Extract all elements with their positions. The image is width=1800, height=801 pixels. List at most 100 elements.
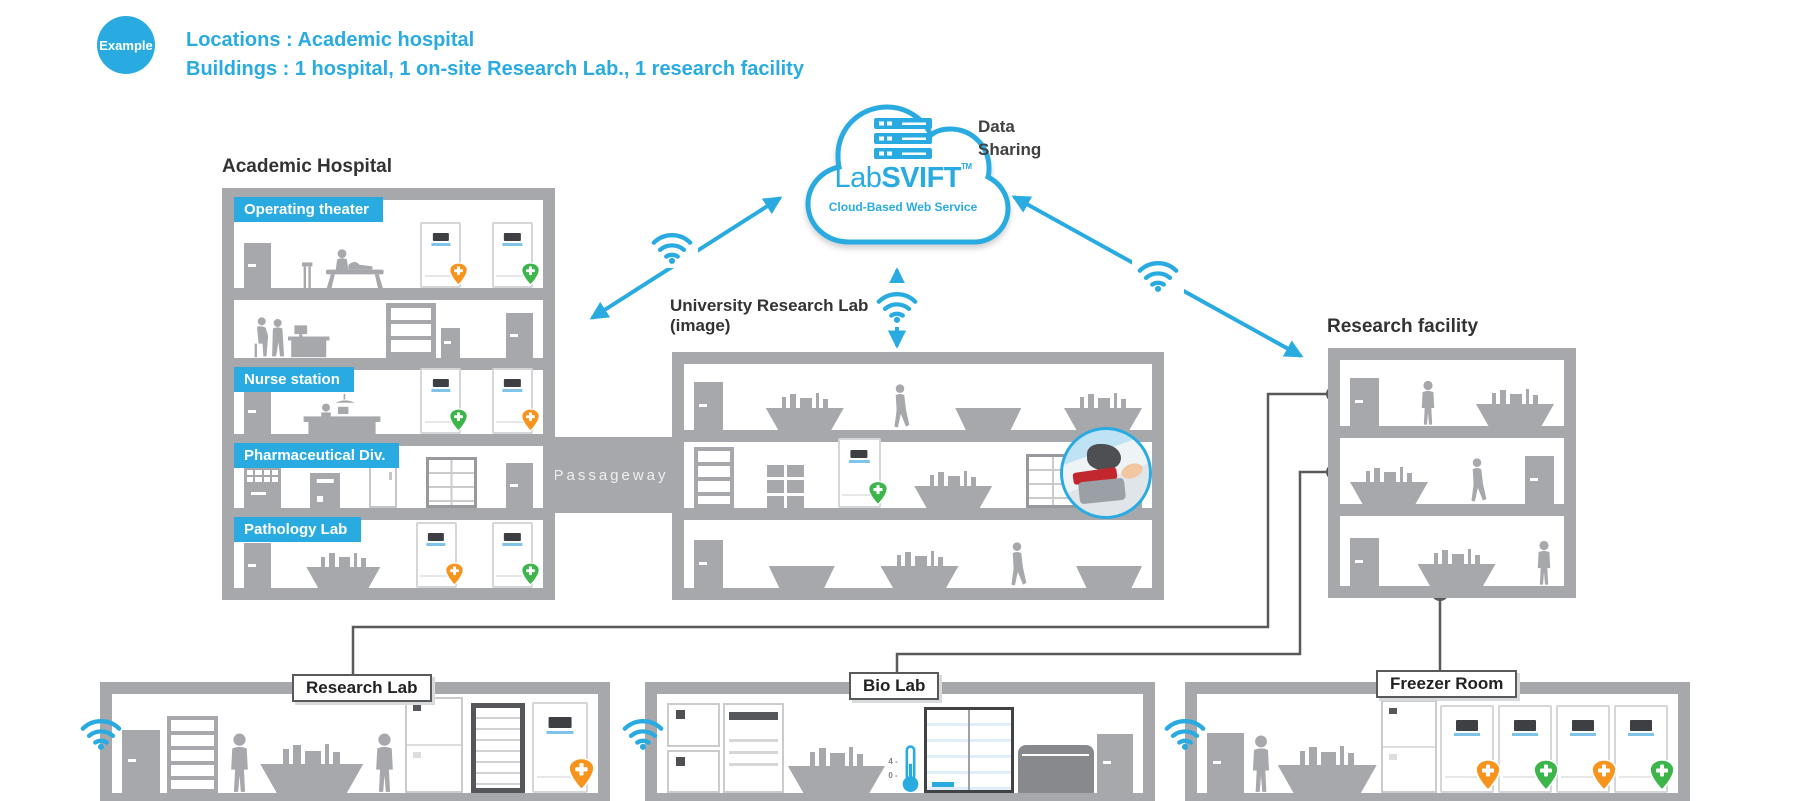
ladder-shelf-icon (694, 447, 734, 508)
bio-lab-building: 4 -0 - (645, 682, 1155, 801)
data-sharing-line1: Data (978, 117, 1015, 136)
door-icon (244, 243, 271, 288)
door-icon (1350, 378, 1379, 426)
freezer-room-building (1185, 682, 1690, 801)
room (1197, 694, 1678, 793)
labsvift-logo: LabSVIFTTM (786, 162, 1020, 195)
bio-lab-label: Bio Lab (849, 672, 940, 700)
university-title-line1: University Research Lab (670, 296, 869, 315)
photo-equipment-shape (1087, 444, 1121, 470)
cloud-subtitle: Cloud-Based Web Service (828, 200, 978, 214)
bench-equipment (1300, 744, 1355, 765)
room-contents (1207, 700, 1675, 793)
walking-person-icon (893, 384, 909, 428)
data-sharing-annotation: Data Sharing (978, 116, 1041, 162)
ladder-shelf-icon (167, 716, 219, 793)
bench-equipment (896, 550, 943, 566)
ulf-freezer-icon (1498, 705, 1560, 793)
bench-equipment (283, 743, 341, 764)
door-icon (1525, 456, 1554, 504)
lab-bench-icon (914, 470, 993, 508)
door-icon (694, 382, 723, 430)
ulf-freezer-icon (837, 438, 888, 508)
door-icon (244, 389, 271, 434)
university-title-line2: (image) (670, 315, 731, 335)
alert-shield-badge-icon (444, 562, 464, 586)
walking-person-icon (1011, 542, 1027, 586)
logo-trademark: TM (961, 162, 972, 171)
freezer-room-label: Freezer Room (1376, 670, 1518, 698)
wifi-glyph (1164, 719, 1206, 750)
room (684, 520, 1152, 588)
lab-bench-icon (1350, 466, 1428, 504)
door-icon (506, 313, 533, 358)
wifi-icon-freezer-room (1162, 714, 1208, 756)
bench-icon (768, 566, 835, 588)
room-label: Operating theater (234, 197, 384, 222)
ok-shield-badge-icon (521, 262, 540, 286)
incubator-stack-icon (667, 703, 720, 793)
bench-icon (1076, 566, 1142, 588)
walking-person-icon (1470, 458, 1486, 502)
alert-shield-badge-icon (1475, 759, 1502, 791)
room-label: Pharmaceutical Div. (234, 443, 400, 468)
room-label: Pathology Lab (234, 517, 362, 542)
bench-icon (955, 408, 1022, 430)
person-icon (1421, 380, 1434, 425)
room: Pathology Lab (234, 517, 543, 588)
wifi-icon-bio-lab (620, 714, 666, 756)
bench-equipment (1366, 466, 1412, 482)
room (234, 300, 543, 358)
thermometer-glyph (902, 745, 918, 792)
wifi-icon-research-lab (78, 714, 124, 756)
room-contents (1350, 456, 1554, 504)
double-freezer-icon (405, 697, 464, 793)
wifi-icon-hospital-link (646, 224, 698, 268)
room-contents (122, 697, 595, 793)
bench-equipment (1080, 392, 1126, 408)
locations-line: Locations : Academic hospital (186, 29, 475, 51)
room: 4 -0 - (657, 694, 1143, 793)
ok-shield-badge-icon (867, 480, 888, 506)
university-title: University Research Lab (image) (670, 296, 868, 335)
bench-equipment (781, 392, 828, 408)
passageway: Passageway (548, 437, 674, 513)
room: Operating theater (234, 197, 543, 288)
bench-equipment (1492, 388, 1538, 404)
room: Nurse station (234, 367, 543, 434)
header-text: Locations : Academic hospital Buildings … (186, 26, 804, 84)
ok-shield-badge-icon (449, 408, 469, 432)
wifi-icon-lab-link (871, 283, 923, 327)
pharmacy-fridge-icon (924, 707, 1015, 793)
room-contents (1350, 378, 1554, 426)
hospital-title: Academic Hospital (222, 156, 392, 177)
lab-bench-icon (306, 552, 381, 588)
research-lab-building (100, 682, 610, 801)
room-contents: 4 -0 - (667, 703, 1133, 793)
ulf-freezer-icon (491, 368, 540, 434)
person-icon (231, 733, 248, 792)
server-icon (874, 118, 932, 159)
alert-shield-badge-icon (521, 408, 540, 432)
thermo-mark: 0 - (888, 771, 898, 780)
equipment-photo-inset (1060, 427, 1152, 519)
biosafety-cabinet-icon (723, 703, 785, 793)
crate-stack-icon (767, 465, 805, 508)
room (1340, 360, 1564, 426)
alert-shield-badge-icon (449, 262, 469, 286)
alert-shield-badge-icon (1591, 759, 1617, 791)
data-sharing-line2: Sharing (978, 139, 1042, 159)
research-lab-label: Research Lab (292, 674, 432, 702)
room: Pharmaceutical Div. (234, 443, 543, 508)
door-icon (1096, 734, 1133, 793)
glass-cabinet-icon (426, 457, 477, 508)
ulf-freezer-icon (491, 222, 540, 288)
logo-suffix: SVIFT (881, 162, 961, 194)
wifi-glyph (651, 232, 693, 264)
lab-bench-icon (765, 392, 844, 430)
door-icon (244, 543, 271, 588)
small-fridge-icon (369, 462, 397, 508)
lab-bench-icon (787, 746, 885, 793)
